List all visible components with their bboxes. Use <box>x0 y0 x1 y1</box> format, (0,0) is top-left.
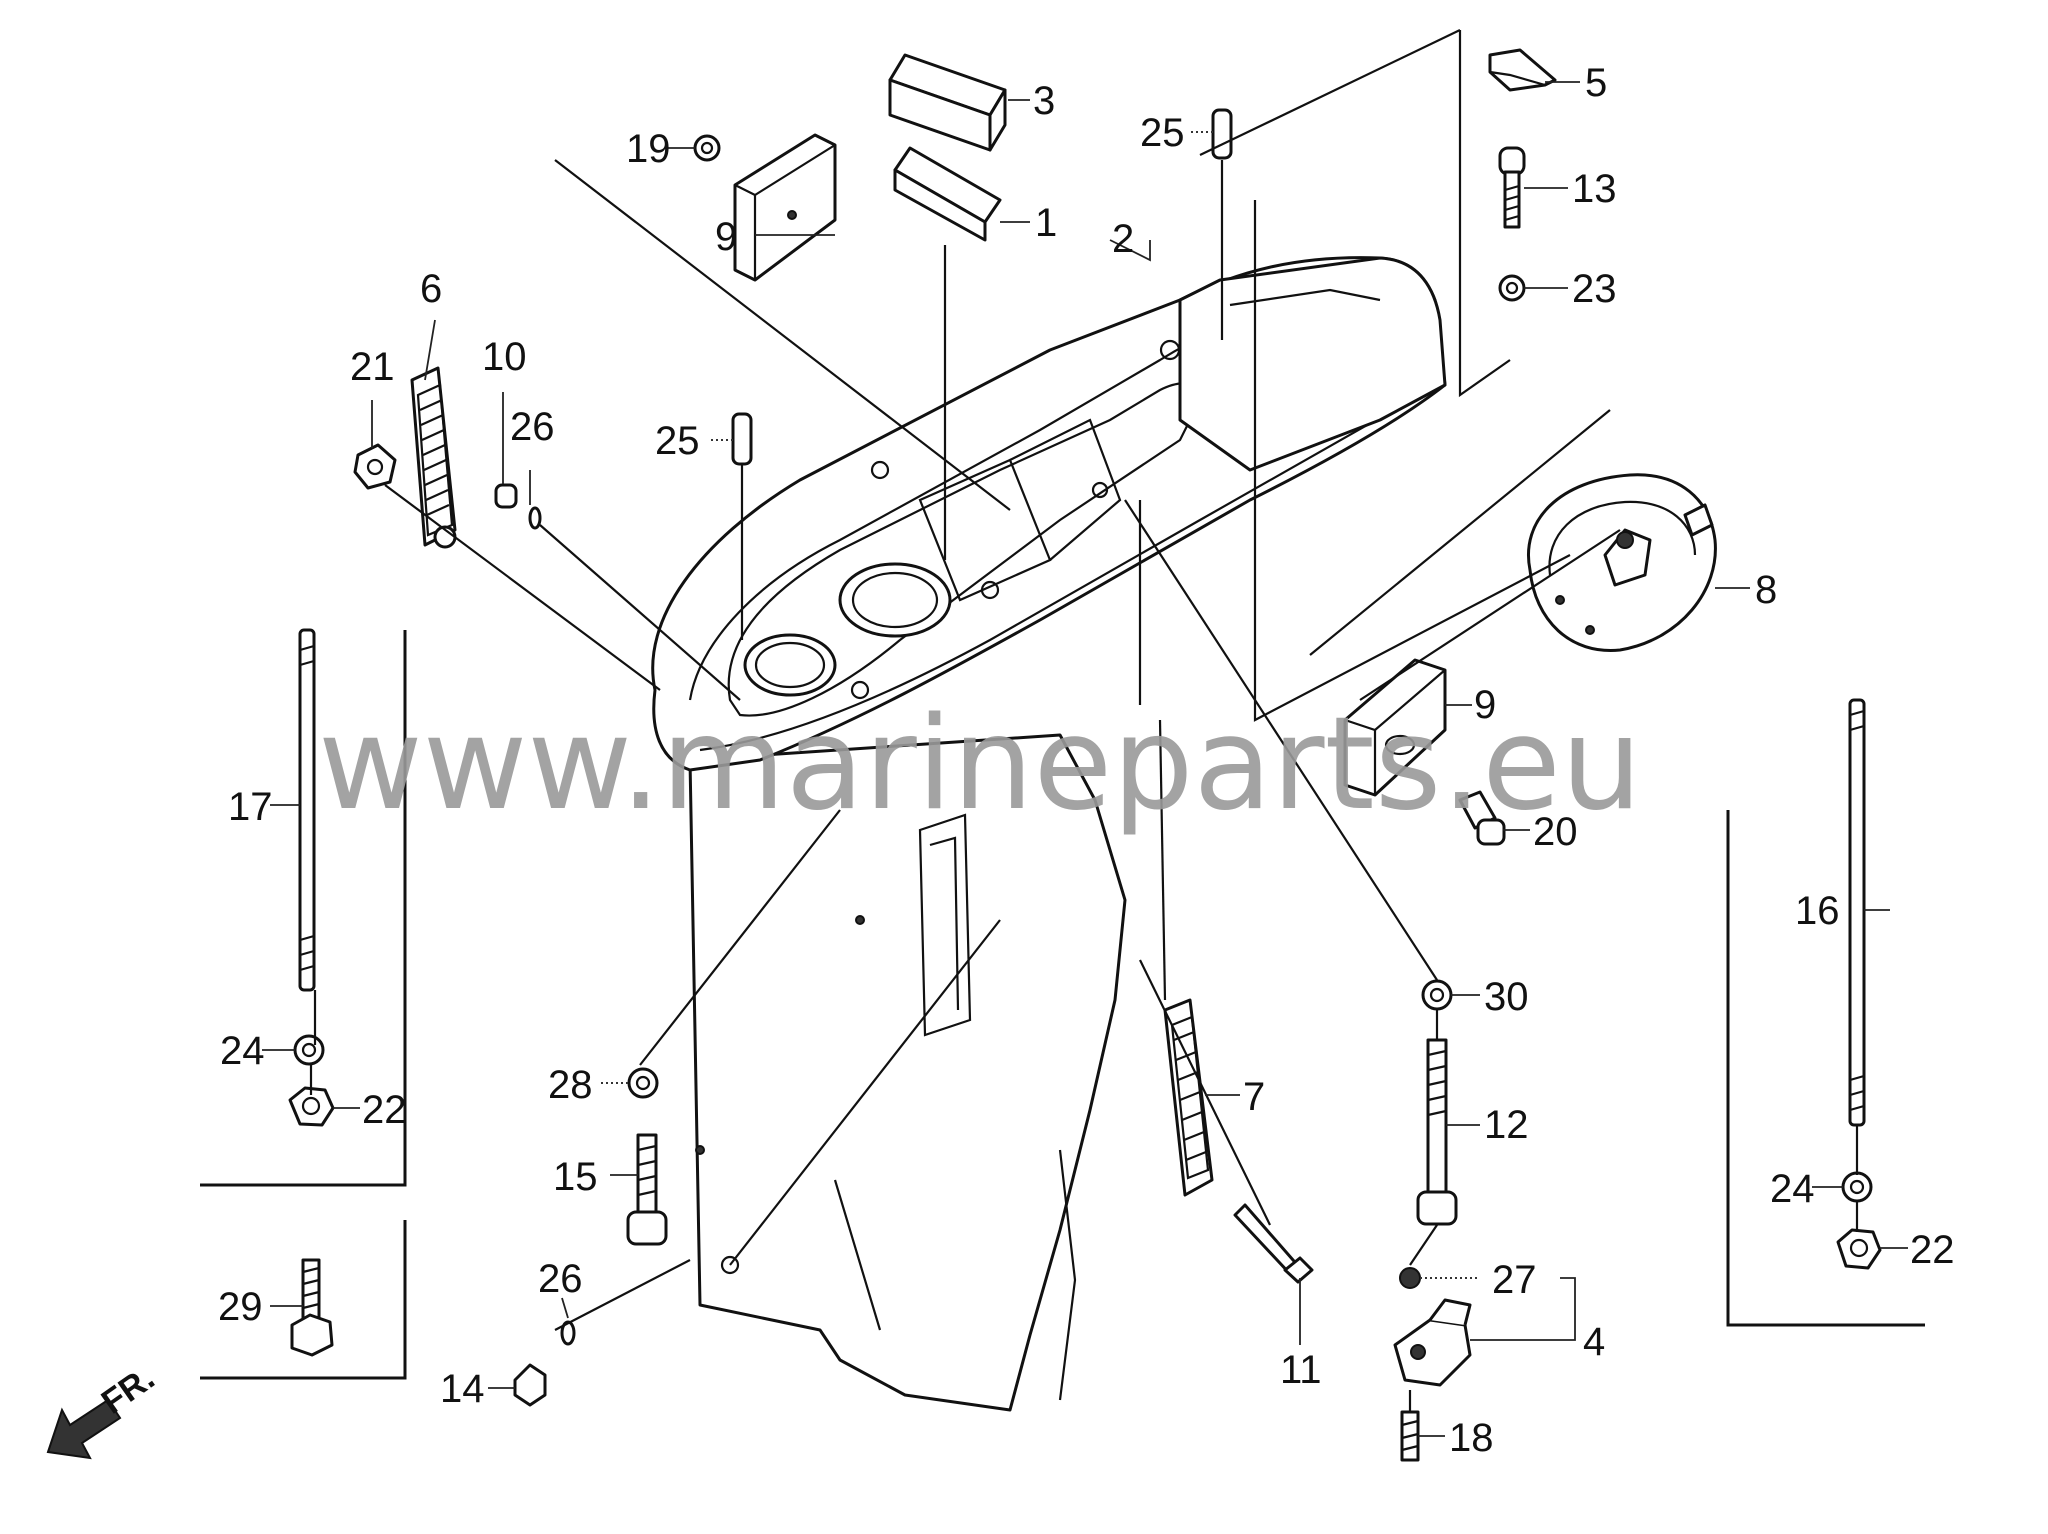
callout-1: 1 <box>1035 201 1057 245</box>
part-16-stud <box>1848 698 1866 1127</box>
front-direction-arrow: FR. <box>46 1359 161 1460</box>
callout-25-right: 25 <box>1140 111 1185 155</box>
part-21-nut <box>353 443 397 490</box>
callout-6: 6 <box>420 267 442 311</box>
callout-28: 28 <box>548 1063 593 1107</box>
callout-27: 27 <box>1492 1258 1537 1302</box>
callout-29: 29 <box>218 1285 263 1329</box>
part-11-screw <box>1233 1203 1314 1284</box>
assembly-lines <box>309 29 1859 1412</box>
part-28-grommet <box>627 1067 659 1099</box>
callout-24-right: 24 <box>1770 1167 1815 1211</box>
callout-20: 20 <box>1533 810 1578 854</box>
part-24-washer-left <box>293 1034 325 1066</box>
watermark: www.marineparts.eu <box>318 690 1642 839</box>
part-20-bolt <box>1458 790 1506 846</box>
part-9-anode-lower <box>1343 658 1447 797</box>
callout-18: 18 <box>1449 1416 1494 1460</box>
callout-labels: 1 2 3 4 5 6 7 8 9 9 10 11 12 13 14 15 16… <box>218 61 1955 1460</box>
gear-case-housing <box>651 256 1447 1412</box>
part-30-nut <box>1421 979 1453 1011</box>
part-9-anode-upper <box>733 133 837 282</box>
part-13-bolt <box>1498 146 1526 229</box>
part-22-nut-right <box>1836 1228 1882 1270</box>
part-8-trim-disc <box>1527 473 1717 652</box>
callout-9-lower: 9 <box>1474 683 1496 727</box>
callout-26-upper: 26 <box>510 405 555 449</box>
part-25-pin-left <box>731 412 753 466</box>
callout-21: 21 <box>350 345 395 389</box>
callout-11: 11 <box>1280 1348 1322 1392</box>
part-1-seal <box>893 146 1002 242</box>
part-27-nut <box>1399 1267 1421 1289</box>
callout-24-left: 24 <box>220 1029 265 1073</box>
callout-23: 23 <box>1572 267 1617 311</box>
callout-7: 7 <box>1243 1075 1265 1119</box>
callout-5: 5 <box>1585 61 1607 105</box>
callout-3: 3 <box>1033 79 1055 123</box>
callout-4: 4 <box>1583 1320 1605 1364</box>
callout-8: 8 <box>1755 568 1777 612</box>
callout-22-right: 22 <box>1910 1228 1955 1272</box>
part-6-anode-plate <box>410 366 457 549</box>
callout-14: 14 <box>440 1367 485 1411</box>
callout-17: 17 <box>228 785 273 829</box>
part-4-bracket <box>1393 1298 1472 1387</box>
part-5-cap <box>1488 48 1557 92</box>
part-18-bolt <box>1400 1410 1420 1462</box>
callout-26-lower: 26 <box>538 1257 583 1301</box>
part-7-anode-plate <box>1163 998 1214 1197</box>
part-29-bolt <box>290 1258 334 1357</box>
part-12-bolt <box>1416 1038 1458 1226</box>
callout-13: 13 <box>1572 167 1617 211</box>
part-17-stud <box>298 628 316 992</box>
callout-15: 15 <box>553 1155 598 1199</box>
callout-2: 2 <box>1112 217 1134 261</box>
callout-16: 16 <box>1795 889 1840 933</box>
part-3-block <box>888 53 1007 152</box>
callout-9-upper: 9 <box>715 215 737 259</box>
part-26-washer-lower <box>560 1320 576 1346</box>
part-23-nut <box>1498 274 1526 302</box>
callout-25-left: 25 <box>655 419 700 463</box>
part-26-washer-upper <box>528 506 542 530</box>
sub-assembly-frames <box>200 630 1925 1380</box>
callout-30: 30 <box>1484 975 1529 1019</box>
callout-22-left: 22 <box>362 1088 407 1132</box>
part-10-grommet <box>494 483 518 509</box>
part-15-bolt <box>626 1133 668 1246</box>
callout-12: 12 <box>1484 1103 1529 1147</box>
leader-lines <box>262 81 1908 1437</box>
part-14-grommet <box>513 1363 547 1407</box>
callout-10: 10 <box>482 335 527 379</box>
callout-19: 19 <box>626 127 671 171</box>
part-25-pin-right <box>1211 108 1233 160</box>
part-19-washer <box>693 134 721 162</box>
part-24-washer-right <box>1841 1171 1873 1203</box>
